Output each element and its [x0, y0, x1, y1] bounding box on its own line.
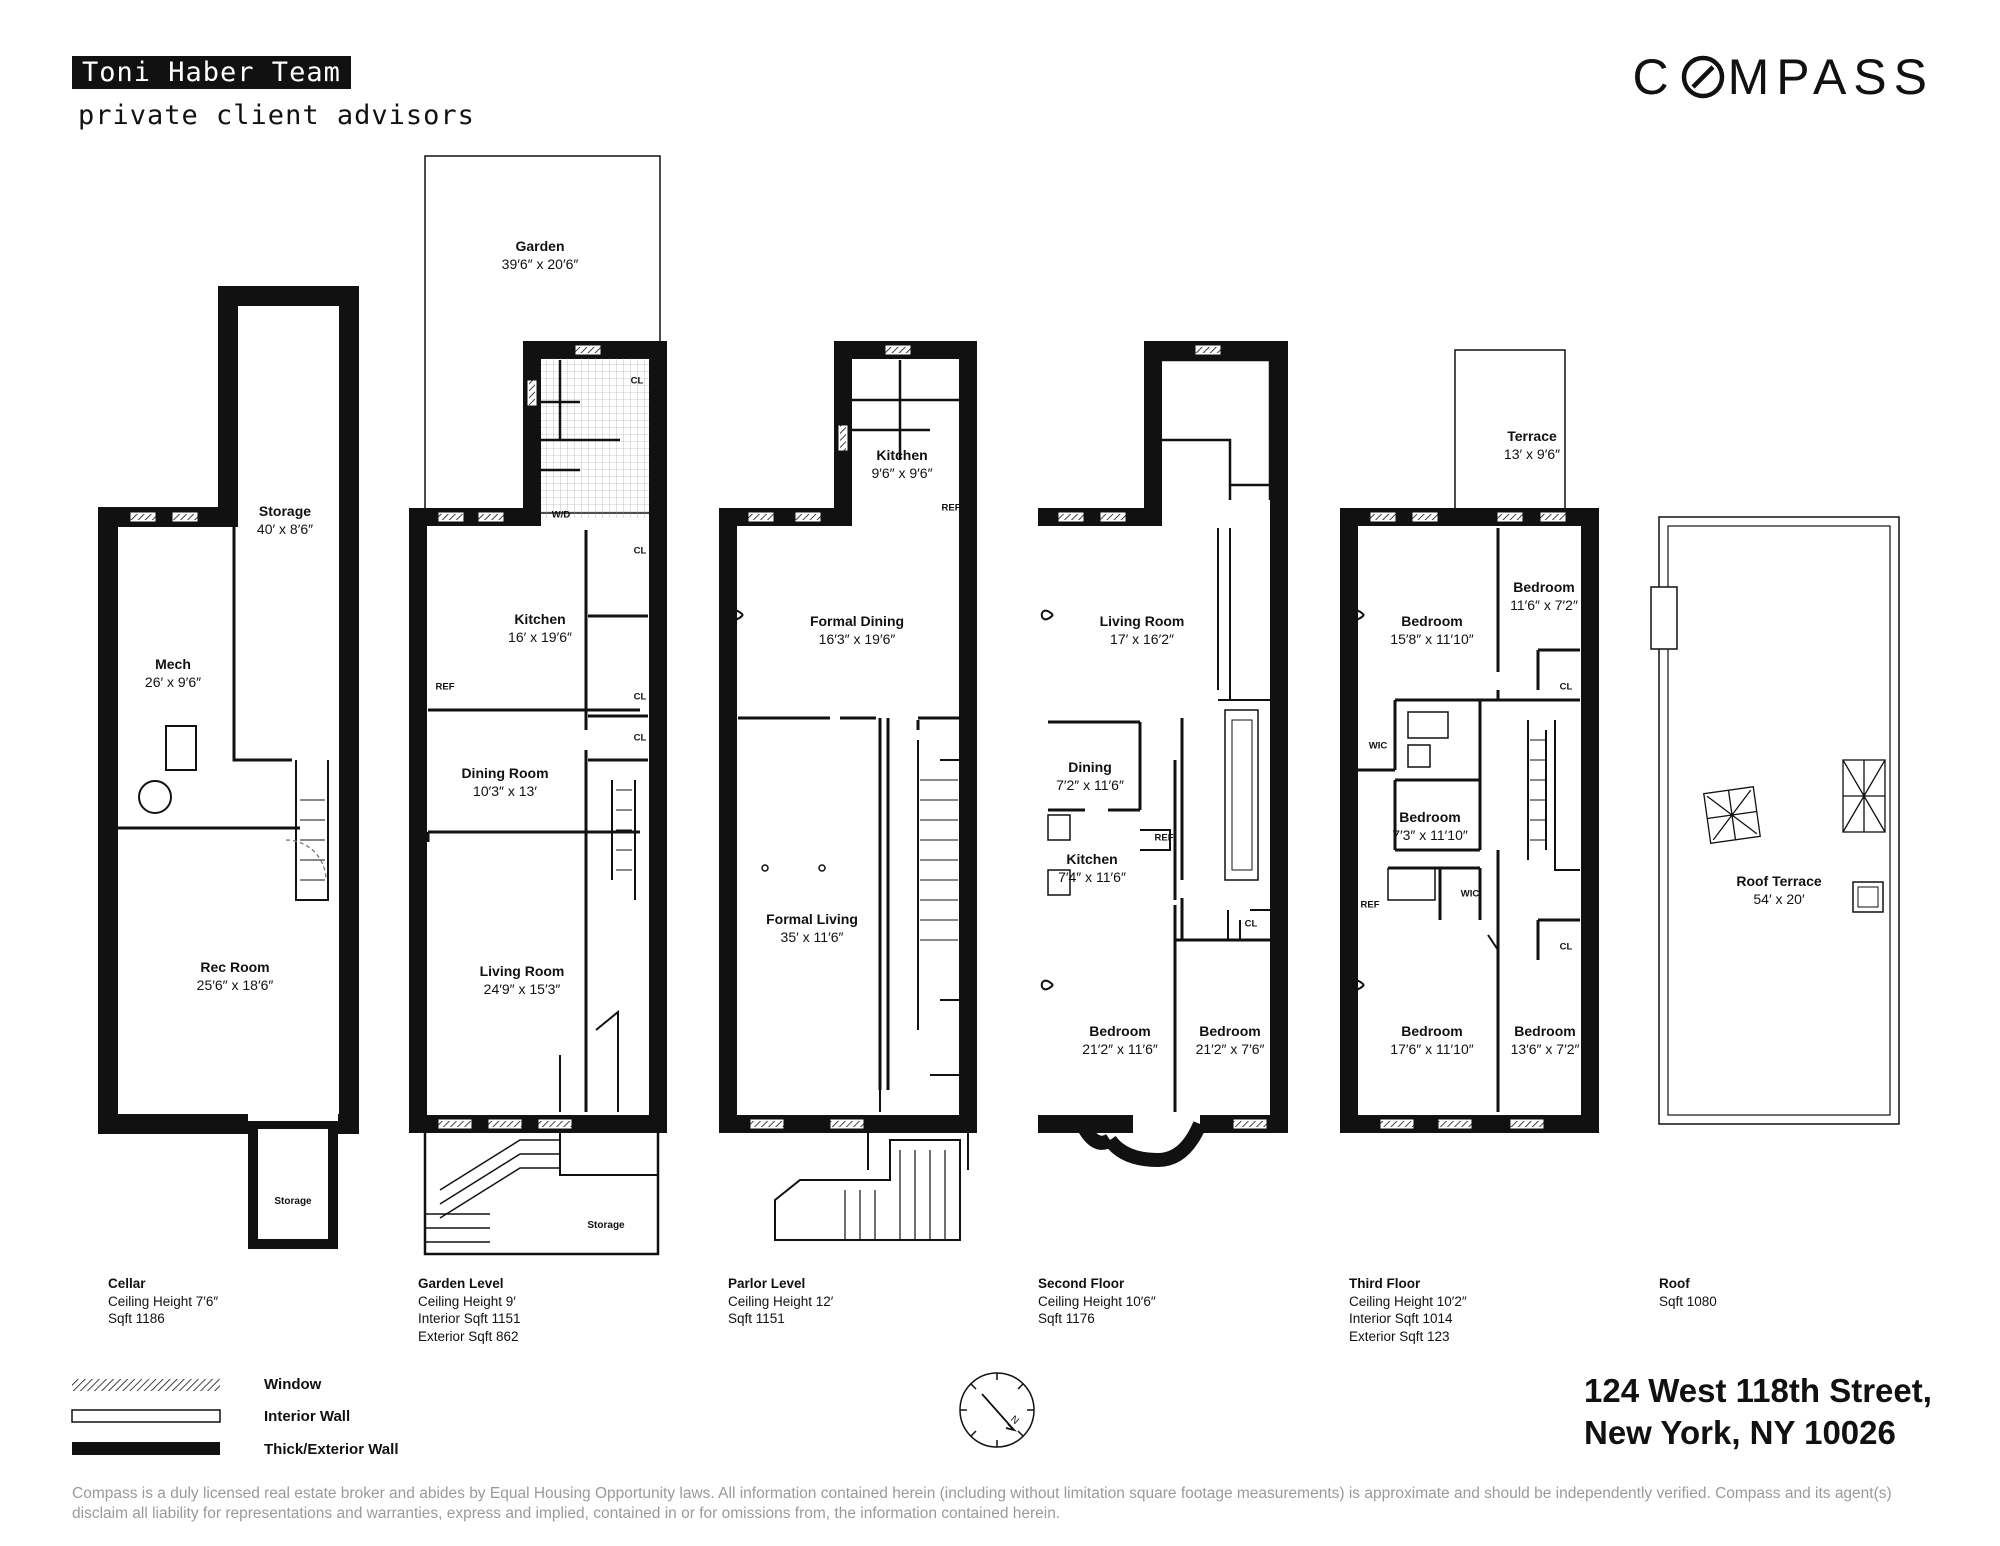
tag-refrigerator: REF	[1360, 899, 1380, 911]
floor-name: Roof	[1659, 1276, 1690, 1291]
logo-letter-c: C	[1632, 49, 1676, 105]
floor-detail: Interior Sqft 1151	[418, 1311, 521, 1326]
third-floor-windows	[1369, 511, 1567, 1130]
third-floor-plan	[1340, 349, 1599, 1133]
tag-closet: CL	[1559, 941, 1573, 953]
floor-detail: Ceiling Height 10′2″	[1349, 1293, 1467, 1309]
floor-detail: Ceiling Height 12′	[728, 1293, 834, 1309]
tag-closet: CL	[1559, 681, 1573, 693]
floor-caption-third-floor: Third Floor Ceiling Height 10′2″ Interio…	[1349, 1275, 1467, 1345]
floor-name: Second Floor	[1038, 1276, 1125, 1291]
cellar-windows	[129, 511, 199, 523]
tag-refrigerator: REF	[435, 681, 455, 693]
floor-detail: Sqft 1151	[728, 1311, 785, 1326]
compass-o-icon	[1681, 55, 1724, 99]
tag-refrigerator: REF	[1154, 832, 1174, 844]
floor-detail: Sqft 1176	[1038, 1311, 1095, 1326]
parlor-level-plan	[719, 341, 977, 1241]
logo-letters-mpass: MPASS	[1727, 49, 1934, 105]
legend-exterior-wall-label: Thick/Exterior Wall	[264, 1441, 399, 1458]
address-line-1: 124 West 118th Street,	[1584, 1372, 1932, 1409]
room-label-garden-storage: Storage	[587, 1220, 625, 1231]
floor-name: Garden Level	[418, 1276, 504, 1291]
garden-level-windows	[437, 344, 602, 1130]
tag-walk-in-closet: WIC	[1368, 740, 1388, 752]
roof-plan	[1650, 516, 1900, 1125]
compass-logo: C MPASS	[1633, 48, 1934, 106]
floor-detail: Ceiling Height 10′6″	[1038, 1293, 1156, 1309]
floor-caption-parlor-level: Parlor Level Ceiling Height 12′ Sqft 115…	[728, 1275, 833, 1328]
tag-closet: CL	[630, 375, 644, 387]
floor-name: Third Floor	[1349, 1276, 1421, 1291]
tag-closet: CL	[633, 545, 647, 557]
legend-window-label: Window	[264, 1376, 322, 1393]
cellar-plan	[98, 286, 359, 1249]
floor-detail: Ceiling Height 9′	[418, 1293, 516, 1309]
legend-interior-wall-label: Interior Wall	[264, 1408, 351, 1425]
floor-detail: Sqft 1080	[1659, 1293, 1717, 1309]
tag-closet: CL	[633, 691, 647, 703]
address-line-2: New York, NY 10026	[1584, 1414, 1896, 1451]
skylight-left	[1703, 786, 1761, 844]
tag-walk-in-closet: WIC	[1460, 888, 1480, 900]
floor-detail: Ceiling Height 7′6″	[108, 1293, 219, 1309]
second-floor-windows	[1057, 344, 1268, 1130]
tag-closet: CL	[1244, 918, 1258, 930]
floor-caption-garden-level: Garden Level Ceiling Height 9′ Interior …	[418, 1275, 521, 1345]
property-address: 124 West 118th Street, New York, NY 1002…	[1584, 1370, 1932, 1454]
garden-level-plan	[409, 155, 667, 1256]
legal-disclaimer: Compass is a duly licensed real estate b…	[72, 1485, 1892, 1522]
floor-caption-roof: Roof Sqft 1080	[1659, 1275, 1717, 1310]
tag-refrigerator: REF	[941, 502, 961, 514]
floor-detail: Interior Sqft 1014	[1349, 1311, 1453, 1326]
floor-caption-second-floor: Second Floor Ceiling Height 10′6″ Sqft 1…	[1038, 1275, 1156, 1328]
floor-caption-cellar: Cellar Ceiling Height 7′6″ Sqft 1186	[108, 1275, 218, 1328]
legend-symbols	[71, 1379, 221, 1455]
north-arrow-icon: N	[959, 1372, 1035, 1448]
tag-washer-dryer: W/D	[551, 509, 571, 521]
floor-detail: Exterior Sqft 123	[1349, 1328, 1450, 1344]
room-label-cellar-storage-small: Storage	[274, 1196, 312, 1207]
floor-detail: Exterior Sqft 862	[418, 1328, 519, 1344]
team-name: Toni Haber Team	[72, 56, 351, 89]
parlor-level-windows	[747, 344, 912, 1130]
floor-name: Parlor Level	[728, 1276, 806, 1291]
floor-detail: Sqft 1186	[108, 1311, 165, 1326]
tag-closet: CL	[633, 732, 647, 744]
tagline: private client advisors	[78, 100, 475, 131]
skylight-right	[1842, 759, 1886, 833]
floor-name: Cellar	[108, 1276, 146, 1291]
